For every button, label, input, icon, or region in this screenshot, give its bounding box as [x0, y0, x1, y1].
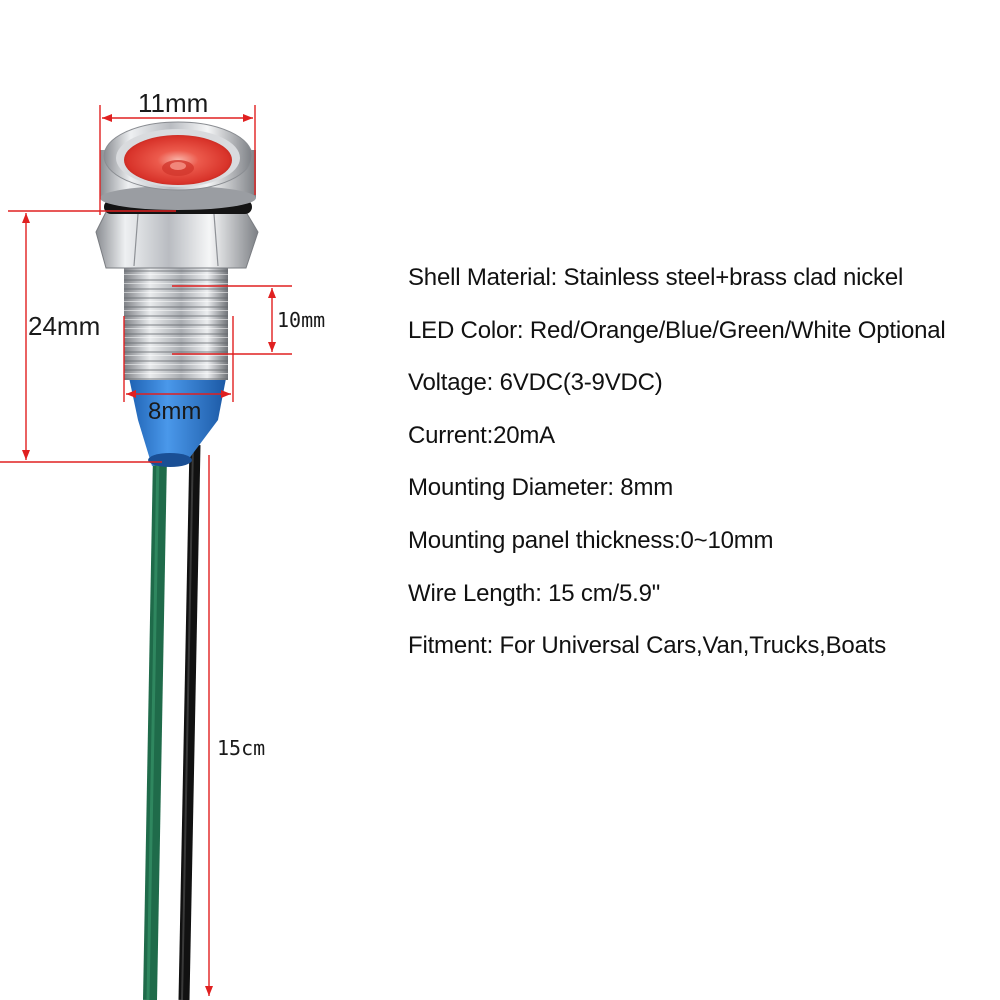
- spec-shell-material: Shell Material: Stainless steel+brass cl…: [408, 264, 904, 291]
- dimension-lines: [0, 105, 292, 996]
- red-lens: [124, 135, 232, 185]
- green-wire: [143, 454, 167, 1000]
- spec-current: Current:20mA: [408, 421, 555, 449]
- dim-label-top-width: 11mm: [138, 88, 209, 118]
- threaded-body: [124, 262, 228, 380]
- spec-fitment: Fitment: For Universal Cars,Van,Trucks,B…: [408, 632, 886, 660]
- dim-label-total-height: 24mm: [28, 311, 101, 341]
- hex-nut: [95, 211, 259, 269]
- dim-label-thread-length: 10mm: [277, 308, 326, 332]
- black-wire: [178, 444, 201, 1000]
- spec-panel-thickness: Mounting panel thickness:0~10mm: [408, 526, 774, 554]
- dim-label-mount-diameter: 8mm: [148, 398, 202, 425]
- spec-led-color: LED Color: Red/Orange/Blue/Green/White O…: [408, 316, 946, 344]
- wire-pair: [143, 444, 201, 1000]
- spec-mounting-diameter: Mounting Diameter: 8mm: [408, 474, 674, 502]
- spec-wire-length: Wire Length: 15 cm/5.9": [408, 579, 661, 607]
- blue-boot: [127, 368, 228, 466]
- spec-voltage: Voltage: 6VDC(3-9VDC): [408, 369, 663, 397]
- spec-list: Shell Material: Stainless steel+brass cl…: [408, 252, 946, 673]
- dim-label-wire-length: 15cm: [217, 736, 266, 760]
